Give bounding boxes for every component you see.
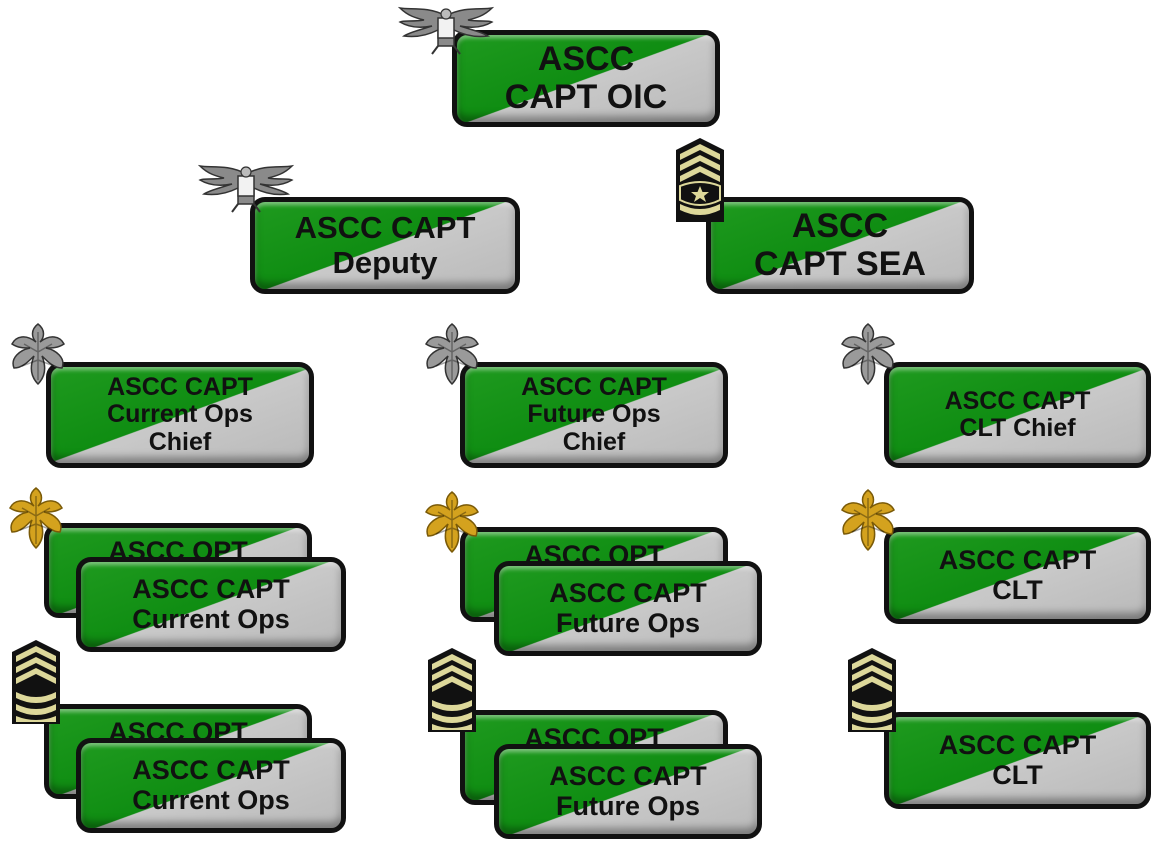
master-sergeant-chevron-icon [428, 648, 476, 732]
eagle-insignia-icon [199, 165, 293, 213]
current-ops-2-line2: Current Ops [132, 784, 290, 815]
current-ops-line2: Current Ops [132, 603, 290, 634]
oic-line2: CAPT OIC [504, 77, 668, 116]
sea-line1: ASCC [791, 207, 889, 246]
deputy-line1: ASCC CAPT [294, 210, 476, 246]
current-ops-2-line1: ASCC CAPT [132, 754, 290, 785]
clt-2-line2: CLT [992, 759, 1043, 790]
future-ops-2-line2: Future Ops [555, 790, 700, 821]
gold-oak-leaf-icon [425, 491, 479, 553]
master-sergeant-chevron-icon [12, 640, 60, 724]
gold-oak-leaf-icon [841, 489, 895, 551]
sea-line2: CAPT SEA [754, 244, 926, 283]
oic-line1: ASCC [537, 40, 635, 79]
master-sergeant-chevron-icon [848, 648, 896, 732]
clt-chief-line1: ASCC CAPT [944, 386, 1091, 415]
future-ops-chief-line3: Chief [562, 427, 626, 456]
clt-2-line1: ASCC CAPT [938, 729, 1097, 760]
gold-oak-leaf-icon [9, 487, 63, 549]
future-ops-2-line1: ASCC CAPT [549, 760, 707, 791]
silver-oak-leaf-icon [841, 323, 895, 385]
silver-oak-leaf-icon [11, 323, 65, 385]
future-ops-line1: ASCC CAPT [549, 577, 707, 608]
current-ops-chief-line3: Chief [148, 427, 212, 456]
current-ops-line1: ASCC CAPT [132, 573, 290, 604]
future-ops-chief-line1: ASCC CAPT [521, 372, 667, 401]
future-ops-line2: Future Ops [555, 607, 700, 638]
eagle-insignia-icon [399, 7, 493, 55]
silver-oak-leaf-icon [425, 323, 479, 385]
current-ops-chief-line1: ASCC CAPT [107, 372, 253, 401]
clt-chief-line2: CLT Chief [959, 414, 1076, 442]
clt-line2: CLT [992, 574, 1043, 605]
sergeant-major-chevron-icon [676, 138, 724, 223]
clt-line1: ASCC CAPT [938, 544, 1097, 575]
current-ops-chief-line2: Current Ops [107, 400, 253, 429]
deputy-line2: Deputy [332, 244, 438, 280]
future-ops-chief-line2: Future Ops [527, 400, 661, 429]
